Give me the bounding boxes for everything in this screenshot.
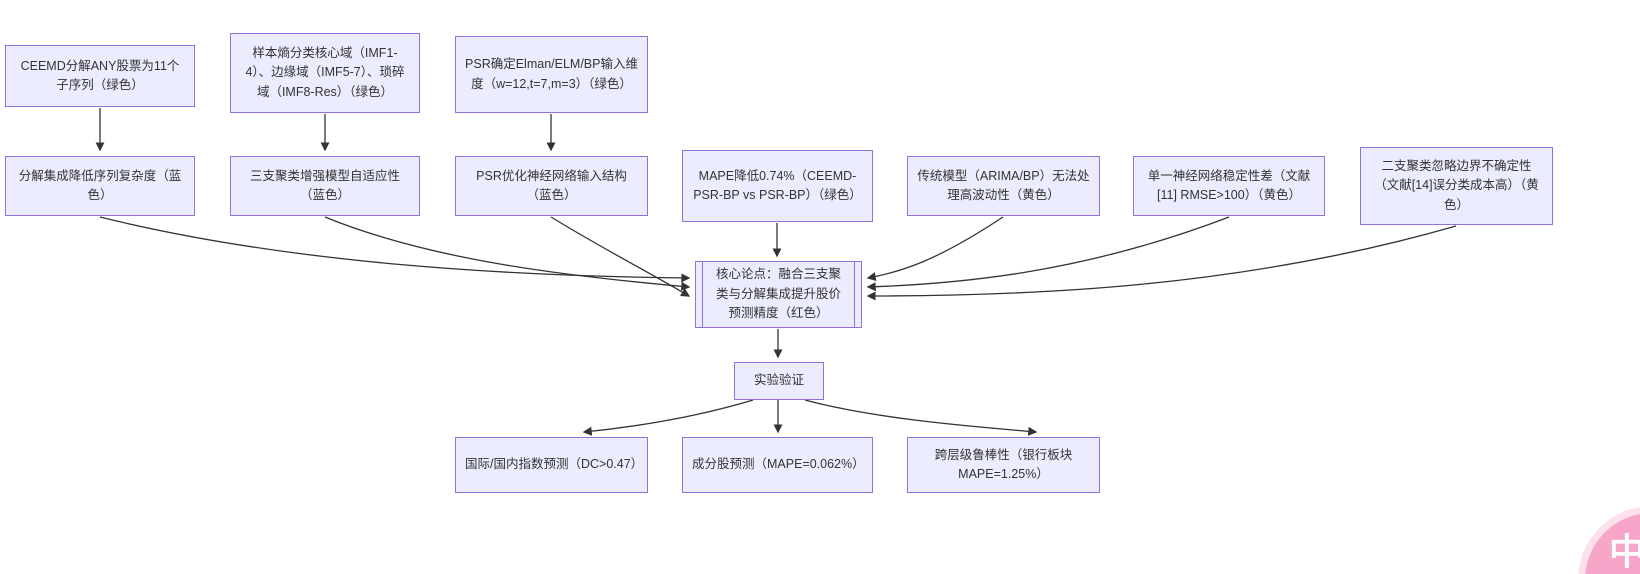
node-mape-reduction: MAPE降低0.74%（CEEMD-PSR-BP vs PSR-BP）（绿色） [682, 150, 873, 222]
node-index-prediction: 国际/国内指数预测（DC>0.47） [455, 437, 648, 493]
node-core-thesis-label: 核心论点：融合三支聚类与分解集成提升股价预测精度（红色） [715, 267, 841, 321]
node-experiment-validation: 实验验证 [734, 362, 824, 400]
node-core-thesis: 核心论点：融合三支聚类与分解集成提升股价预测精度（红色） [695, 261, 862, 328]
translate-button-label: 中A [1609, 531, 1640, 572]
subroutine-left-line [702, 262, 703, 327]
node-sample-entropy-classification: 样本熵分类核心域（IMF1-4）、边缘域（IMF5-7）、琐碎域（IMF8-Re… [230, 33, 420, 113]
translate-button[interactable]: 中A [1585, 513, 1640, 574]
node-two-way-clustering-limitation: 二支聚类忽略边界不确定性（文献[14]误分类成本高）（黄色） [1360, 147, 1553, 225]
node-decomposition-reduces-complexity: 分解集成降低序列复杂度（蓝色） [5, 156, 195, 216]
subroutine-right-line [854, 262, 855, 327]
node-constituent-stock-prediction: 成分股预测（MAPE=0.062%） [682, 437, 873, 493]
node-psr-input-dimension: PSR确定Elman/ELM/BP输入维度（w=12,t=7,m=3）（绿色） [455, 36, 648, 113]
node-psr-optimizes-input-structure: PSR优化神经网络输入结构（蓝色） [455, 156, 648, 216]
node-traditional-model-limitation: 传统模型（ARIMA/BP）无法处理高波动性（黄色） [907, 156, 1100, 216]
node-single-nn-instability: 单一神经网络稳定性差（文献[11] RMSE>100）（黄色） [1133, 156, 1325, 216]
node-cross-level-robustness: 跨层级鲁棒性（银行板块MAPE=1.25%） [907, 437, 1100, 493]
node-ceemd-decomposition: CEEMD分解ANY股票为11个子序列（绿色） [5, 45, 195, 107]
node-three-way-clustering-adaptivity: 三支聚类增强模型自适应性（蓝色） [230, 156, 420, 216]
